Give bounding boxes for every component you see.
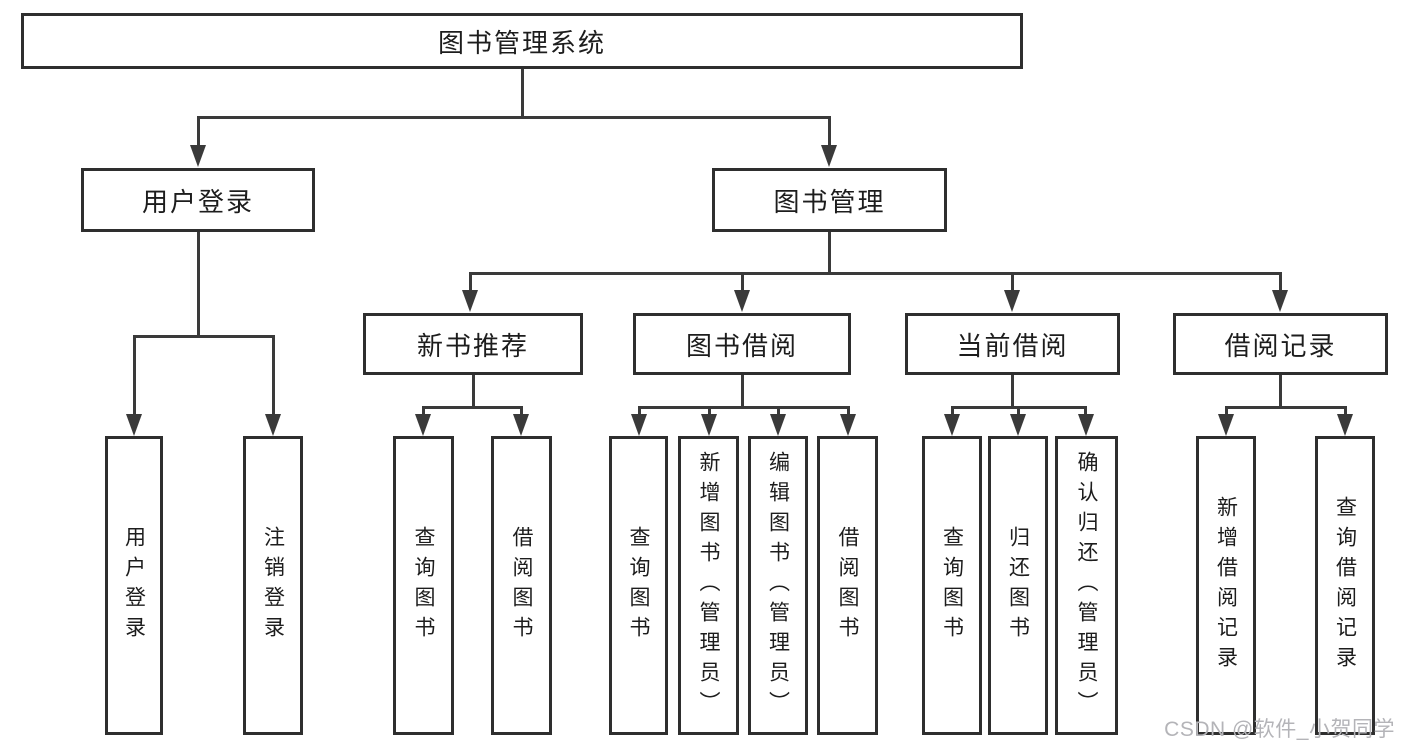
leaf-borrow-books-2-label: 借阅图书 [836, 525, 860, 646]
leaf-query-borrow-record: 查询借阅记录 [1315, 436, 1375, 735]
node-new-book-recommend-label: 新书推荐 [416, 330, 529, 361]
leaf-query-books-3-label: 查询图书 [940, 525, 964, 646]
node-book-borrow: 图书借阅 [633, 313, 851, 375]
node-root-label: 图书管理系统 [437, 27, 606, 58]
leaf-return-books-label: 归还图书 [1006, 525, 1030, 646]
leaf-user-login-label: 用户登录 [122, 525, 146, 646]
leaf-add-borrow-record-label: 新增借阅记录 [1214, 495, 1238, 676]
leaf-add-borrow-record: 新增借阅记录 [1196, 436, 1256, 735]
edge-to-new-book-recommend [468, 272, 472, 292]
edge-user-login-stem [196, 232, 200, 338]
node-root: 图书管理系统 [21, 13, 1023, 69]
edge-to-book-borrow [740, 272, 744, 292]
arrowhead-current-borrow-icon [1004, 290, 1020, 312]
arrowhead-leaf-logout-icon [265, 414, 281, 436]
arrowhead-leaf-add-books-icon [701, 414, 717, 436]
edge-user-login-split [132, 335, 275, 338]
arrowhead-leaf-return-books-icon [1010, 414, 1026, 436]
leaf-query-books-2: 查询图书 [609, 436, 668, 735]
arrowhead-book-management-icon [821, 145, 837, 167]
leaf-edit-books-admin: 编辑图书（管理员） [748, 436, 808, 735]
node-book-management: 图书管理 [712, 168, 947, 232]
edge-to-leaf-query-books-3 [950, 406, 954, 416]
edge-root-stem [520, 69, 524, 119]
leaf-borrow-books-2: 借阅图书 [817, 436, 878, 735]
node-user-login: 用户登录 [81, 168, 315, 232]
edge-to-leaf-query-books-2 [637, 406, 641, 416]
edge-to-leaf-logout [271, 335, 275, 417]
arrowhead-leaf-add-borrow-record-icon [1218, 414, 1234, 436]
node-user-login-label: 用户登录 [141, 186, 254, 217]
leaf-logout-label: 注销登录 [261, 525, 285, 646]
edge-to-leaf-confirm-return [1084, 406, 1087, 416]
edge-to-leaf-query-borrow-record [1343, 406, 1347, 416]
arrowhead-leaf-query-books-1-icon [415, 414, 431, 436]
arrowhead-new-book-recommend-icon [462, 290, 478, 312]
node-borrow-records: 借阅记录 [1173, 313, 1388, 375]
node-current-borrow: 当前借阅 [905, 313, 1120, 375]
arrowhead-leaf-query-books-2-icon [631, 414, 647, 436]
arrowhead-leaf-query-books-3-icon [944, 414, 960, 436]
arrowhead-borrow-records-icon [1272, 290, 1288, 312]
leaf-confirm-return-admin-label: 确认归还（管理员） [1075, 450, 1099, 721]
edge-to-leaf-user-login [132, 335, 136, 417]
node-new-book-recommend: 新书推荐 [363, 313, 583, 375]
leaf-confirm-return-admin: 确认归还（管理员） [1055, 436, 1118, 735]
leaf-query-books-1-label: 查询图书 [412, 525, 436, 646]
edge-to-current-borrow [1010, 272, 1014, 292]
edge-book-borrow-stem [740, 375, 744, 409]
edge-new-book-recommend-split [421, 406, 523, 409]
edge-book-borrow-split [637, 406, 849, 409]
edge-borrow-records-split [1224, 406, 1347, 409]
leaf-return-books: 归还图书 [988, 436, 1048, 735]
arrowhead-leaf-user-login-icon [126, 414, 142, 436]
edge-new-book-recommend-stem [471, 375, 475, 409]
edge-to-leaf-borrow-books-1 [519, 406, 523, 416]
leaf-add-books-admin-label: 新增图书（管理员） [697, 450, 721, 721]
edge-root-split [196, 116, 831, 119]
edge-book-management-stem [827, 232, 831, 275]
arrowhead-user-login-icon [190, 145, 206, 167]
leaf-query-borrow-record-label: 查询借阅记录 [1333, 495, 1357, 676]
leaf-query-books-1: 查询图书 [393, 436, 454, 735]
node-borrow-records-label: 借阅记录 [1224, 330, 1337, 361]
edge-to-borrow-records [1278, 272, 1282, 292]
leaf-query-books-3: 查询图书 [922, 436, 982, 735]
arrowhead-book-borrow-icon [734, 290, 750, 312]
edge-to-leaf-query-books-1 [421, 406, 425, 416]
leaf-borrow-books-1-label: 借阅图书 [510, 525, 534, 646]
leaf-add-books-admin: 新增图书（管理员） [678, 436, 739, 735]
leaf-logout: 注销登录 [243, 436, 303, 735]
arrowhead-leaf-confirm-return-icon [1077, 414, 1094, 436]
edge-current-borrow-stem [1010, 375, 1014, 409]
leaf-query-books-2-label: 查询图书 [627, 525, 651, 646]
arrowhead-leaf-query-borrow-record-icon [1337, 414, 1353, 436]
csdn-watermark: CSDN @软件_小贺同学 [1164, 718, 1395, 741]
leaf-user-login: 用户登录 [105, 436, 163, 735]
arrowhead-leaf-borrow-books-2-icon [840, 414, 856, 436]
node-current-borrow-label: 当前借阅 [956, 330, 1069, 361]
edge-to-user-login [196, 116, 200, 146]
edge-book-management-split [468, 272, 1282, 275]
node-book-management-label: 图书管理 [773, 186, 886, 217]
edge-borrow-records-stem [1279, 375, 1282, 409]
leaf-borrow-books-1: 借阅图书 [491, 436, 552, 735]
edge-to-leaf-return-books [1016, 406, 1020, 416]
arrowhead-leaf-borrow-books-1-icon [513, 414, 529, 436]
edge-to-leaf-edit-books [776, 406, 780, 416]
leaf-edit-books-admin-label: 编辑图书（管理员） [766, 450, 790, 721]
arrowhead-leaf-edit-books-icon [770, 414, 786, 436]
node-book-borrow-label: 图书借阅 [685, 330, 798, 361]
edge-to-leaf-add-borrow-record [1224, 406, 1228, 416]
edge-to-leaf-add-books [707, 406, 711, 416]
edge-to-book-management [827, 116, 831, 146]
edge-to-leaf-borrow-books-2 [846, 406, 850, 416]
